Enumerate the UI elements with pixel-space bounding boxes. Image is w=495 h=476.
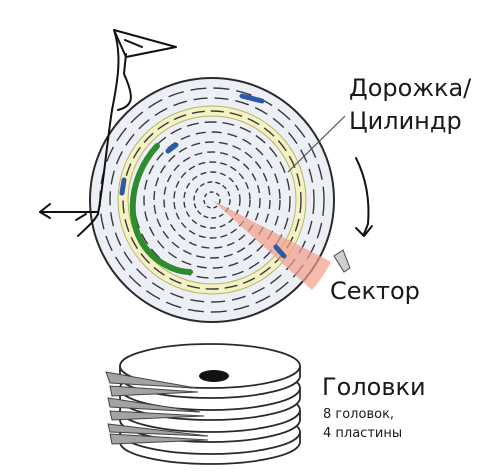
head-arm — [105, 371, 197, 389]
track-ring — [183, 171, 241, 229]
track-ring — [109, 97, 315, 303]
track-ring — [203, 191, 221, 209]
actuator-arm-sketch — [39, 29, 177, 237]
track-ring — [153, 141, 271, 259]
heads-label: Головки — [322, 373, 426, 401]
data-segment-blue — [273, 244, 287, 259]
track-ring — [143, 131, 281, 269]
heads-count-label: 8 головок, — [323, 407, 395, 422]
read-head-pointer — [333, 249, 351, 273]
data-segment-green — [129, 143, 193, 275]
head-arm — [107, 397, 201, 413]
platter-top-view — [89, 77, 346, 323]
rotation-arrow — [355, 157, 373, 237]
data-segment-blue — [239, 93, 265, 104]
data-segment-blue — [119, 177, 127, 196]
sector-wedge — [212, 200, 331, 290]
sector-label: Сектор — [330, 277, 420, 305]
cylinder-band-inner-edge — [127, 115, 297, 285]
track-ring — [173, 161, 251, 239]
cylinder-band-outer-edge — [117, 105, 307, 295]
track-label-leader — [287, 115, 346, 173]
head-arm — [109, 433, 209, 445]
head-arm — [109, 410, 205, 421]
head-arms — [105, 371, 209, 445]
data-segments-blue — [119, 93, 287, 259]
spindle-hub — [199, 370, 229, 382]
heads-stack — [105, 343, 301, 465]
cylinder-label: Цилиндр — [349, 107, 462, 135]
head-arm — [107, 423, 209, 437]
track-label: Дорожка/ — [349, 74, 472, 102]
platters-count-label: 4 пластины — [323, 426, 403, 441]
track-ring — [163, 151, 261, 249]
track-ring — [193, 181, 231, 219]
head-arm — [109, 385, 199, 397]
track-ring — [122, 110, 302, 290]
data-segment-blue — [165, 142, 179, 154]
